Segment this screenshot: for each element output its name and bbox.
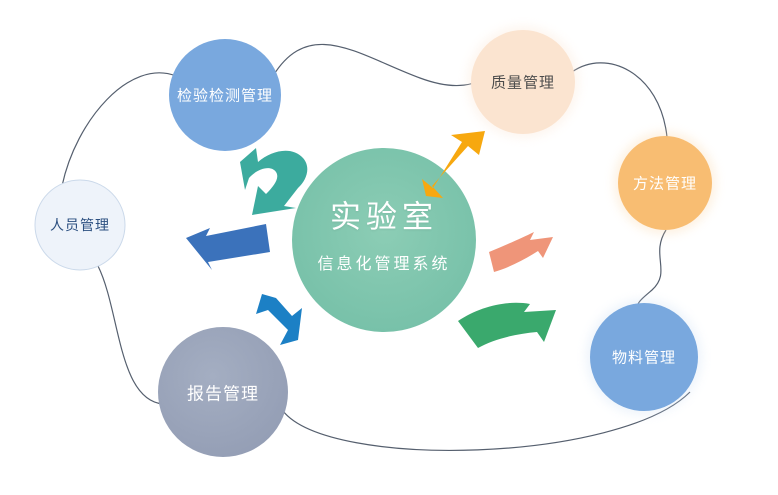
node-report[interactable] <box>158 327 288 457</box>
connector-quality-method <box>571 62 668 138</box>
node-material[interactable] <box>590 303 698 411</box>
connector-method-material <box>637 229 667 305</box>
arrow-salmon-right-icon <box>489 232 553 272</box>
arrow-blue-left-icon <box>186 224 270 270</box>
node-method[interactable] <box>618 136 712 230</box>
arrow-darkblue-downleft-icon <box>256 294 302 345</box>
node-quality[interactable] <box>471 30 575 134</box>
connector-inspection-quality <box>272 43 493 87</box>
connector-personnel-inspection <box>61 72 177 187</box>
node-inspection[interactable] <box>169 39 281 151</box>
center-subtitle: 信息化管理系统 <box>317 256 451 273</box>
connector-report-personnel <box>97 265 164 405</box>
connector-material-report <box>282 391 691 451</box>
arrow-green-downright-icon <box>458 302 556 348</box>
arrow-orange-upright-icon <box>422 131 485 198</box>
arrow-teal-upleft-icon <box>240 148 308 215</box>
arrow-group <box>186 131 556 348</box>
center-title: 实验室 <box>330 199 438 235</box>
connector-group <box>61 43 691 451</box>
node-personnel[interactable] <box>34 179 126 271</box>
node-center-system[interactable] <box>292 148 476 332</box>
